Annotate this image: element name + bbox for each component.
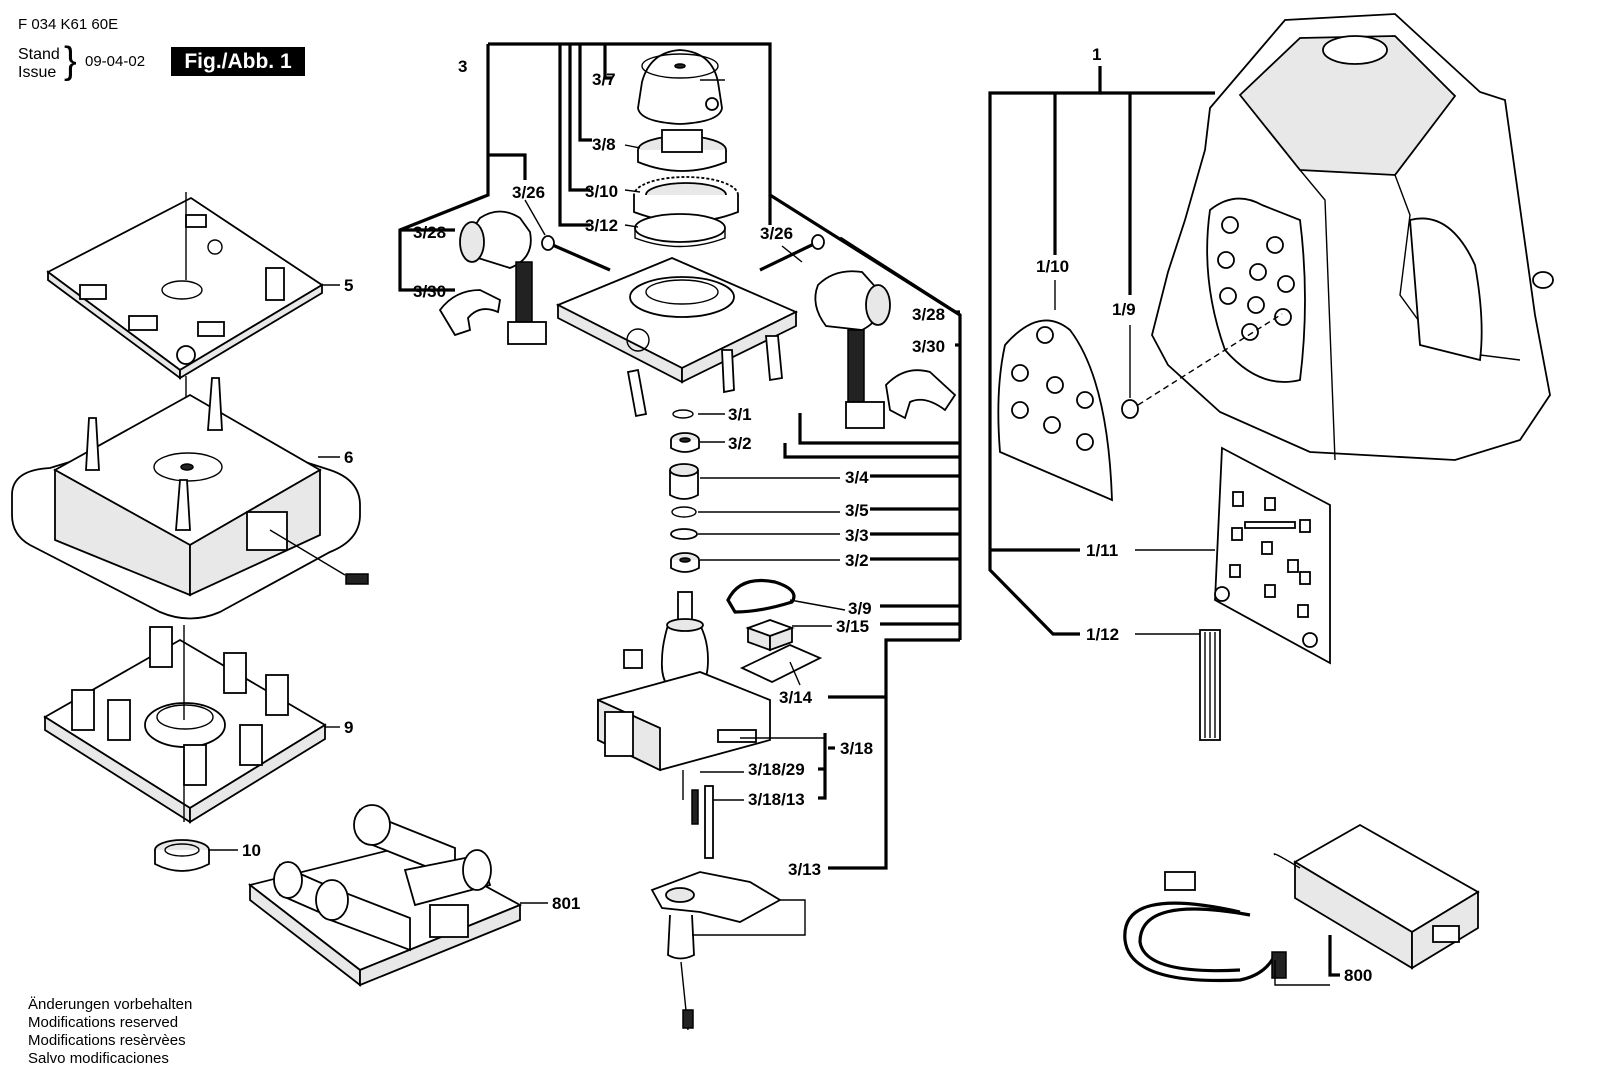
label-9: 9 — [344, 718, 353, 737]
label-5: 5 — [344, 276, 353, 295]
label-1: 1 — [1092, 45, 1101, 64]
label-800: 800 — [1344, 966, 1372, 985]
part-5-circuit-board — [46, 192, 324, 460]
part-3-5-washer — [671, 506, 697, 518]
part-3-28-motor-right — [814, 270, 891, 429]
label-3-26-right: 3/26 — [760, 224, 793, 243]
label-3-13: 3/13 — [788, 860, 821, 879]
label-3-28-right: 3/28 — [912, 305, 945, 324]
part-3-13-motor-mount — [650, 871, 782, 1031]
label-3-28-left: 3/28 — [413, 223, 446, 242]
label-1-10: 1/10 — [1036, 257, 1069, 276]
part-6-base-housing — [11, 377, 369, 620]
label-3-18: 3/18 — [840, 739, 873, 758]
part-3-9-belt — [726, 578, 796, 614]
label-3-14: 3/14 — [779, 688, 813, 707]
label-3: 3 — [458, 57, 467, 76]
part-3-26-pin-left — [541, 235, 611, 272]
note-french: Modifications resèrvèes — [28, 1032, 186, 1049]
part-3-30-clamp-left — [438, 289, 501, 337]
part-3-26-pin-right — [759, 234, 825, 272]
label-3-1: 3/1 — [728, 405, 752, 424]
part-3-2-bearing-lower — [670, 552, 700, 573]
label-6: 6 — [344, 448, 353, 467]
label-3-12: 3/12 — [585, 216, 618, 235]
part-1-9-button — [1121, 313, 1283, 419]
part-3-frame — [555, 257, 799, 418]
brace-glyph: } — [64, 40, 77, 82]
note-english: Modifications reserved — [28, 1014, 179, 1031]
part-1-housing — [1151, 13, 1554, 461]
label-3-18-29: 3/18/29 — [748, 760, 805, 779]
part-3-2-bearing-upper — [670, 432, 700, 453]
stand-label: Stand — [18, 46, 60, 63]
part-1-12-ribbon-cable — [1199, 629, 1221, 741]
label-1-9: 1/9 — [1112, 300, 1136, 319]
label-3-5: 3/5 — [845, 501, 869, 520]
part-3-10-gear — [633, 176, 739, 223]
label-3-30-left: 3/30 — [413, 282, 446, 301]
part-3-3-washer — [670, 528, 698, 540]
part-3-7-cap — [637, 49, 723, 125]
part-1-11-board — [1214, 446, 1331, 665]
note-spanish: Salvo modificaciones — [28, 1050, 169, 1067]
label-3-26-left: 3/26 — [512, 183, 545, 202]
part-3-rotor-head — [597, 591, 771, 800]
part-3-12-disc — [634, 213, 726, 248]
label-3-15: 3/15 — [836, 617, 869, 636]
label-3-2-upper: 3/2 — [728, 434, 752, 453]
label-3-2-lower: 3/2 — [845, 551, 869, 570]
label-3-18-13: 3/18/13 — [748, 790, 805, 809]
issue-label: Issue — [18, 64, 57, 81]
document-code: F 034 K61 60E — [18, 16, 119, 33]
part-3-18-13-strip — [704, 785, 714, 859]
label-3-8: 3/8 — [592, 135, 616, 154]
label-801: 801 — [552, 894, 580, 913]
label-1-11: 1/11 — [1086, 541, 1118, 560]
notes-block: Änderungen vorbehalten Modifications res… — [28, 996, 192, 1068]
part-3-28-motor-left — [459, 210, 547, 345]
part-9-chassis — [43, 625, 327, 824]
issue-date: 09-04-02 — [85, 53, 146, 70]
label-3-9: 3/9 — [848, 599, 872, 618]
part-3-18-29-strip — [691, 789, 699, 825]
part-1-10-keypad-overlay — [997, 319, 1113, 502]
label-10: 10 — [242, 841, 261, 860]
label-3-7: 3/7 — [592, 70, 616, 89]
label-3-10: 3/10 — [585, 182, 618, 201]
part-10-ring — [154, 839, 210, 872]
part-3-30-clamp-right — [885, 369, 957, 420]
label-1-12: 1/12 — [1086, 625, 1119, 644]
part-800-charger — [1123, 823, 1480, 983]
part-3-15-block — [745, 619, 795, 652]
note-german: Änderungen vorbehalten — [28, 996, 193, 1013]
part-801-battery-holder — [247, 804, 523, 987]
part-3-4-sleeve — [669, 463, 699, 500]
part-3-8-bearing-assembly — [637, 129, 727, 172]
label-3-30-right: 3/30 — [912, 337, 945, 356]
part-3-14-plate — [739, 644, 823, 683]
label-3-4: 3/4 — [845, 468, 869, 487]
part-3-1-snap-ring — [672, 409, 694, 419]
figure-badge: Fig./Abb. 1 — [171, 47, 305, 76]
label-3-3: 3/3 — [845, 526, 869, 545]
